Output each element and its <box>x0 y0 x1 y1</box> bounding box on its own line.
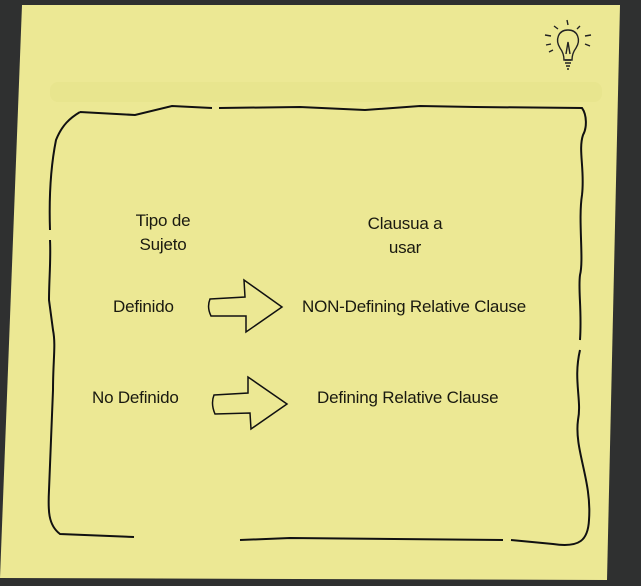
header-clause-line1: Clausua a <box>367 214 443 233</box>
arrow-right-icon <box>211 375 289 431</box>
row-clause-non-defining: NON-Defining Relative Clause <box>302 297 526 316</box>
header-subject-type: Tipo de Sujeto <box>118 209 208 257</box>
note-band <box>50 82 602 102</box>
row-subject-definido: Definido <box>113 297 174 316</box>
row-subject-no-definido: No Definido <box>92 388 179 407</box>
header-subject-type-line2: Sujeto <box>139 235 187 254</box>
header-clause-line2: usar <box>388 238 422 257</box>
hand-drawn-frame <box>47 104 591 546</box>
row-clause-defining: Defining Relative Clause <box>317 388 499 407</box>
arrow-right-icon <box>207 278 284 334</box>
note-paper <box>0 5 620 580</box>
header-clause: Clausua a usar <box>345 212 465 260</box>
lightbulb-icon <box>544 19 592 70</box>
header-subject-type-line1: Tipo de <box>135 211 191 230</box>
